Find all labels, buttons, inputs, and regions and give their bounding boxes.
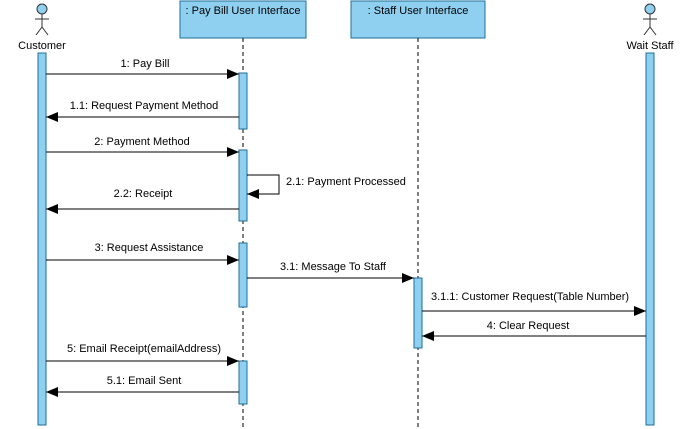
message-label: 1.1: Request Payment Method [70, 100, 219, 112]
message-1: 1: Pay Bill [46, 58, 239, 79]
message-label: 4: Clear Request [487, 320, 570, 332]
object-staff-ui: : Staff User Interface [350, 0, 486, 39]
message-2-1-self: 2.1: Payment Processed [247, 174, 406, 199]
activation-pay-bill-3 [238, 242, 248, 308]
message-label: 2.1: Payment Processed [286, 176, 406, 188]
message-4: 4: Clear Request [422, 320, 646, 341]
message-3-1-1: 3.1.1: Customer Request(Table Number) [422, 291, 646, 316]
message-5-1: 5.1: Email Sent [46, 375, 239, 397]
activation-pay-bill-2 [238, 149, 248, 222]
object-staff-ui-label: : Staff User Interface [368, 5, 469, 17]
object-pay-bill-ui-box [179, 0, 307, 39]
activation-customer [37, 52, 47, 426]
message-3-1: 3.1: Message To Staff [247, 261, 414, 283]
object-pay-bill-ui-label: : Pay Bill User Interface [186, 5, 301, 17]
actor-customer: Customer [18, 3, 66, 52]
actor-wait-staff: Wait Staff [626, 3, 674, 52]
message-2: 2: Payment Method [46, 136, 239, 157]
message-label: 2.2: Receipt [114, 188, 173, 200]
message-label: 3.1: Message To Staff [280, 261, 387, 273]
message-arrow [247, 174, 280, 199]
object-pay-bill-ui: : Pay Bill User Interface [179, 0, 307, 39]
message-1-1: 1.1: Request Payment Method [46, 100, 239, 122]
activation-pay-bill-4 [238, 360, 248, 405]
stick-figure-icon [643, 3, 657, 36]
message-label: 2: Payment Method [94, 136, 189, 148]
actor-customer-label: Customer [18, 40, 66, 52]
activation-pay-bill-1 [238, 72, 248, 130]
message-label: 5.1: Email Sent [107, 375, 182, 387]
message-label: 3.1.1: Customer Request(Table Number) [431, 291, 629, 303]
actor-wait-staff-label: Wait Staff [626, 40, 674, 52]
message-label: 3: Request Assistance [95, 242, 204, 254]
message-label: 5: Email Receipt(emailAddress) [67, 343, 221, 355]
message-2-2: 2.2: Receipt [46, 188, 239, 214]
message-5: 5: Email Receipt(emailAddress) [46, 343, 239, 366]
stick-figure-icon [35, 3, 49, 36]
activation-wait-staff [645, 52, 655, 426]
activation-staff-ui [413, 277, 423, 349]
message-label: 1: Pay Bill [121, 58, 170, 70]
message-3: 3: Request Assistance [46, 242, 239, 265]
